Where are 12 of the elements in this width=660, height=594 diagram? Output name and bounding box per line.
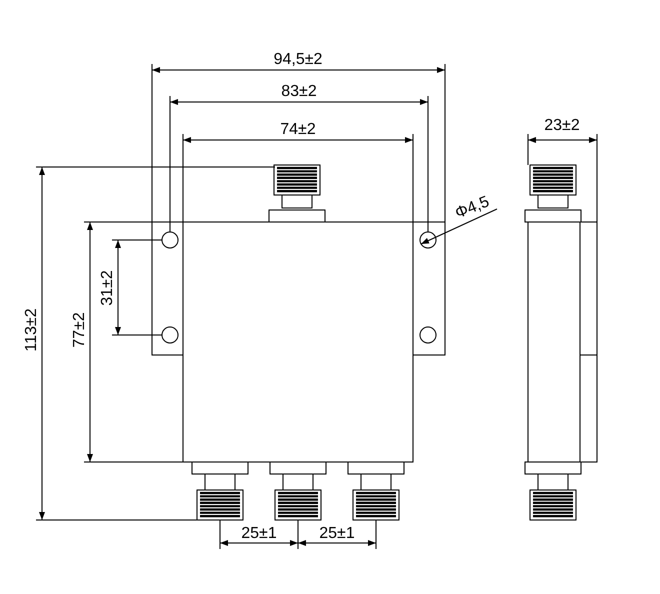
dimension-label: 113±2 bbox=[23, 308, 40, 352]
dimension-label: 25±1 bbox=[319, 525, 355, 542]
dimension-label: Φ4,5 bbox=[452, 193, 492, 222]
dimension-label: 74±2 bbox=[280, 121, 316, 138]
mounting-hole bbox=[420, 232, 436, 248]
dimension-label: 25±1 bbox=[241, 525, 277, 542]
dimension-label: 31±2 bbox=[99, 270, 116, 306]
leader-line bbox=[420, 208, 498, 244]
dimension-label: 83±2 bbox=[281, 83, 317, 100]
dimension-label: 94,5±2 bbox=[274, 51, 322, 68]
dimension-label: 23±2 bbox=[544, 117, 580, 134]
dimension-label: 77±2 bbox=[71, 312, 88, 348]
